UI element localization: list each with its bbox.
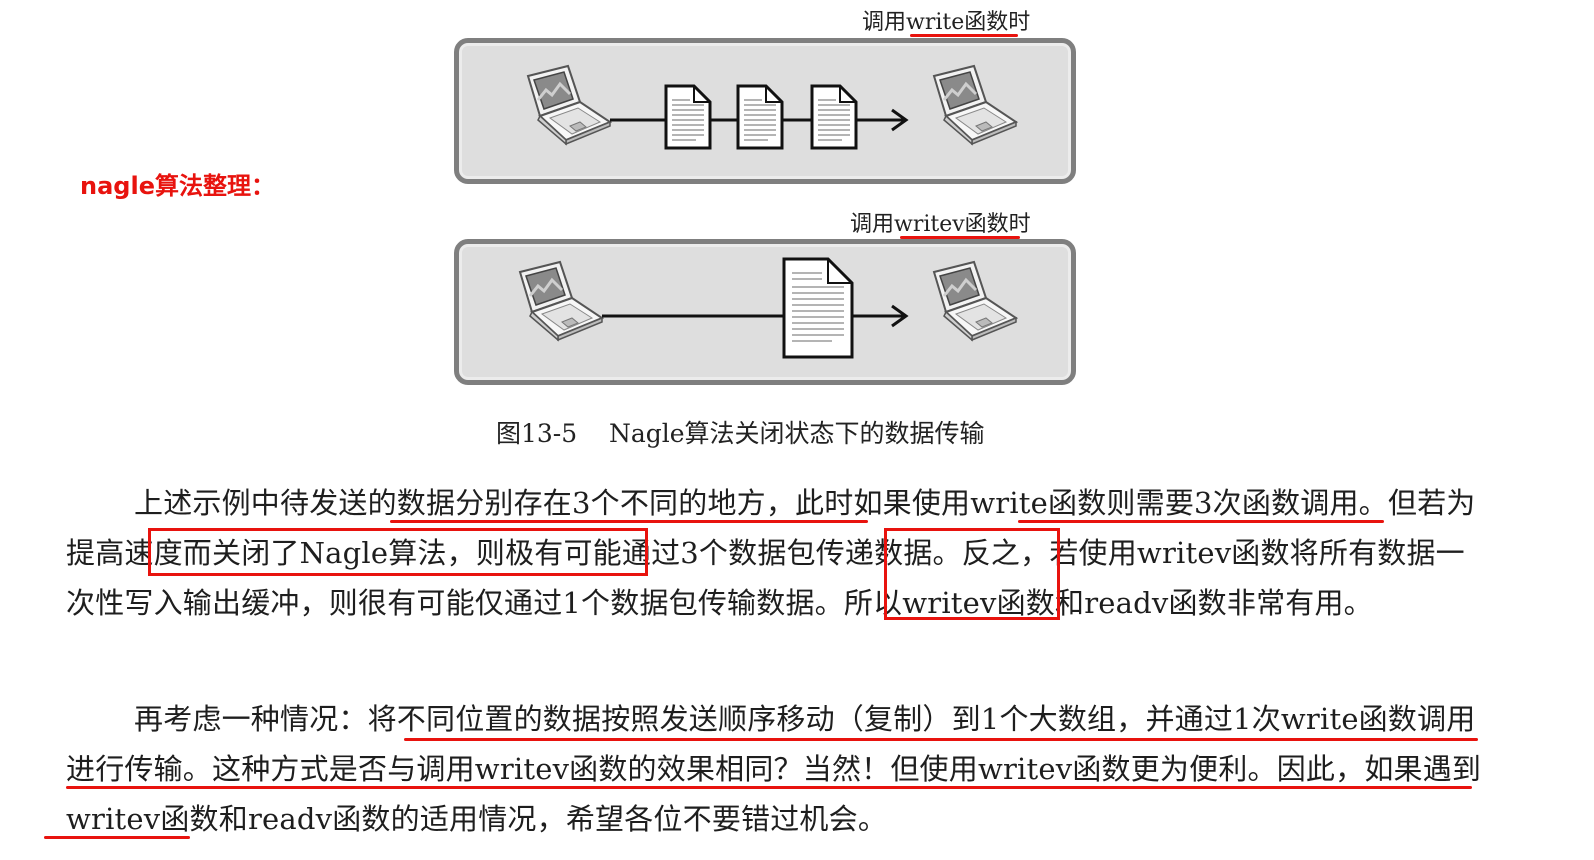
document-icon — [782, 257, 854, 359]
laptop-icon — [526, 64, 612, 146]
figure-label-write: 调用write函数时 — [862, 10, 1031, 35]
laptop-icon — [932, 260, 1018, 342]
laptop-icon — [932, 64, 1018, 146]
annotation-underline — [44, 836, 190, 839]
annotation-box — [884, 528, 1060, 620]
label-underline-write — [910, 34, 1018, 37]
arrow-right-icon — [891, 108, 909, 132]
annotation-underline — [390, 520, 868, 523]
paragraph-text: 再考虑一种情况：将不同位置的数据按照发送顺序移动（复制）到1个大数组，并通过1次… — [66, 702, 1482, 836]
annotation-box — [148, 528, 648, 576]
annotation-underline — [66, 786, 1472, 789]
arrow-right-icon — [891, 304, 909, 328]
document-icon — [664, 84, 712, 150]
paragraph-text: 上述示例中待发送的数据分别存在3个不同的地方，此时如果使用write函数则需要3… — [66, 486, 1476, 620]
paragraph: 再考虑一种情况：将不同位置的数据按照发送顺序移动（复制）到1个大数组，并通过1次… — [66, 694, 1486, 844]
annotation-underline — [404, 738, 1478, 741]
laptop-icon — [518, 260, 604, 342]
figure-caption: 图13-5 Nagle算法关闭状态下的数据传输 — [496, 419, 985, 448]
annotation-title: nagle算法整理： — [80, 172, 275, 200]
document-icon — [736, 84, 784, 150]
label-underline-writev — [900, 236, 1020, 239]
figure-label-writev: 调用writev函数时 — [850, 212, 1031, 237]
document-icon — [810, 84, 858, 150]
paragraph: 上述示例中待发送的数据分别存在3个不同的地方，此时如果使用write函数则需要3… — [66, 478, 1486, 628]
annotation-underline — [1018, 520, 1384, 523]
